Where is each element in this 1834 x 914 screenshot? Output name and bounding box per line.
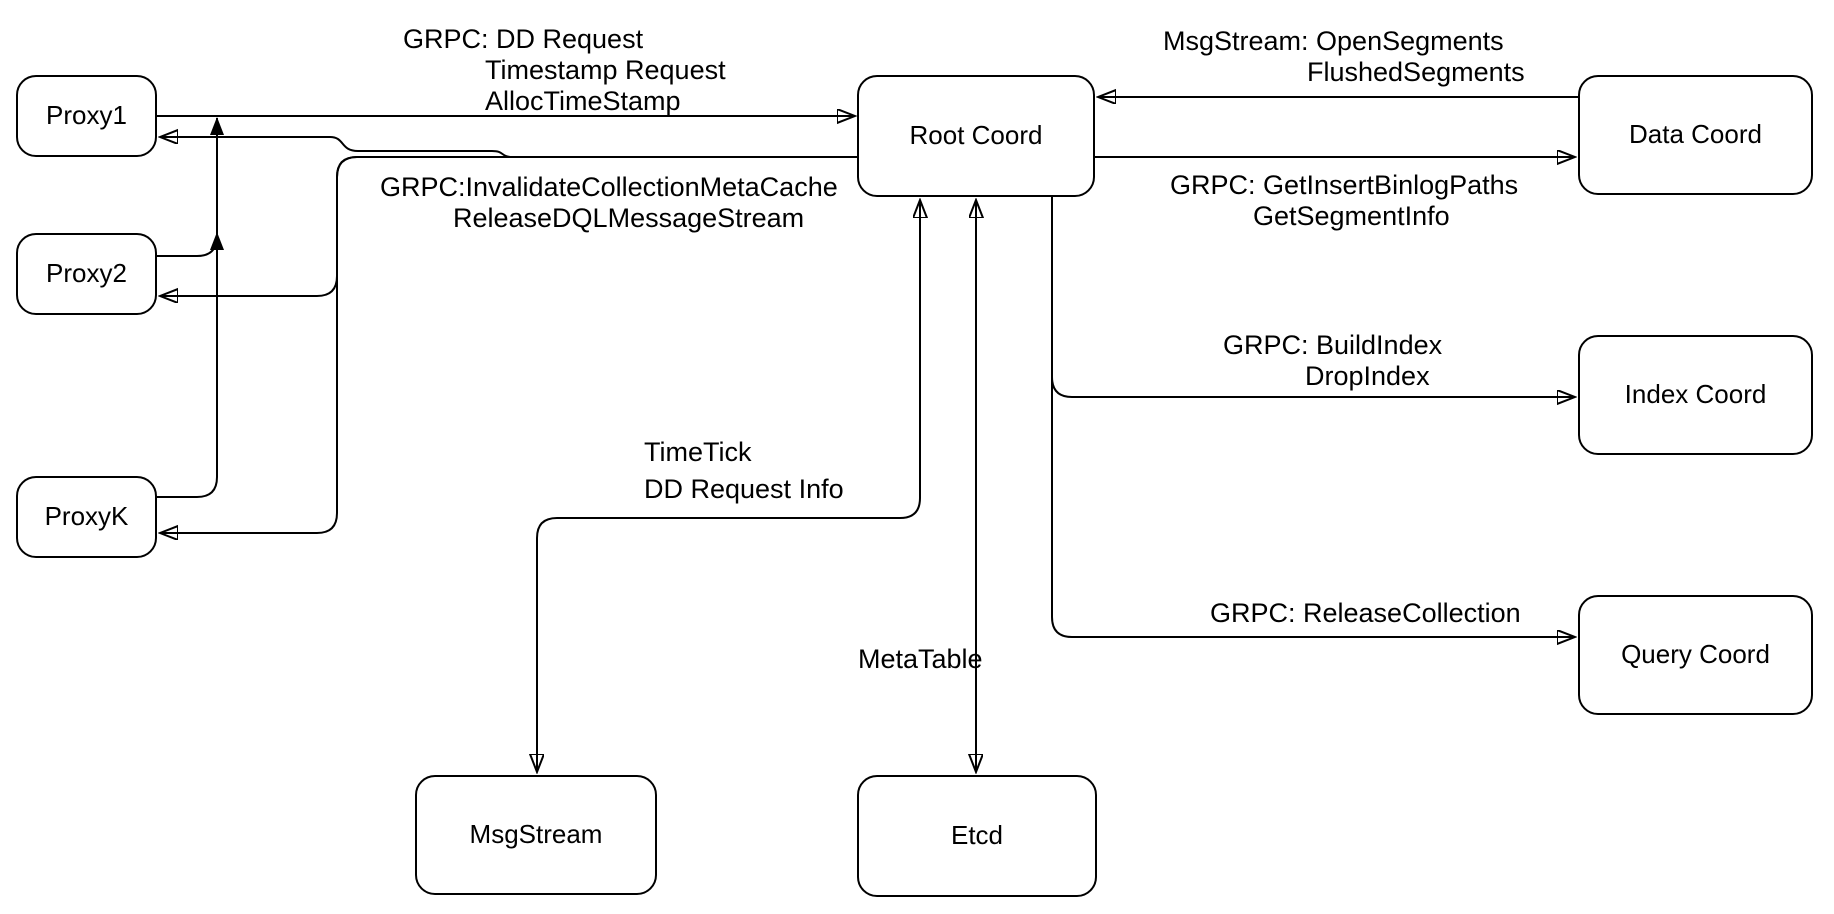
edge-label-root-to-etcd: MetaTable xyxy=(858,644,983,675)
node-query-coord: Query Coord xyxy=(1578,595,1813,715)
edge-label-root-to-proxies: GRPC:InvalidateCollectionMetaCache Relea… xyxy=(380,172,838,234)
node-index-coord-label: Index Coord xyxy=(1624,379,1767,410)
node-query-coord-label: Query Coord xyxy=(1621,639,1770,670)
edge-label-line: GetSegmentInfo xyxy=(1253,201,1450,231)
edge-root-coord-to-msgstream xyxy=(537,200,920,772)
edge-label-line: GRPC: DD Request xyxy=(403,24,644,54)
node-proxy2-label: Proxy2 xyxy=(46,258,127,289)
edge-label-line: Timestamp Request xyxy=(485,55,726,85)
edge-root-coord-to-proxy1 xyxy=(160,137,857,158)
trunk-up-arrowhead-proxy2 xyxy=(210,232,224,250)
node-proxy1-label: Proxy1 xyxy=(46,100,127,131)
edge-root-coord-to-proxyk xyxy=(160,156,857,533)
edge-label-line: DD Request Info xyxy=(644,474,844,504)
node-proxy2: Proxy2 xyxy=(16,233,157,315)
trunk-up-arrowhead-top xyxy=(210,117,224,135)
edge-label-line: GRPC:InvalidateCollectionMetaCache xyxy=(380,172,838,202)
edge-label-line: MsgStream: OpenSegments xyxy=(1163,26,1504,56)
edge-label-data-to-root: MsgStream: OpenSegments FlushedSegments xyxy=(1163,26,1525,88)
edge-label-line: ReleaseDQLMessageStream xyxy=(453,203,805,233)
edge-label-root-to-index: GRPC: BuildIndex DropIndex xyxy=(1223,330,1442,392)
edge-label-line: AllocTimeStamp xyxy=(485,86,681,116)
edge-label-proxy-to-root: GRPC: DD Request Timestamp Request Alloc… xyxy=(403,24,726,117)
edge-label-line: MetaTable xyxy=(858,644,983,674)
edge-label-line: GRPC: BuildIndex xyxy=(1223,330,1443,360)
node-data-coord-label: Data Coord xyxy=(1629,119,1762,150)
node-index-coord: Index Coord xyxy=(1578,335,1813,455)
edge-proxyk-out-trunk xyxy=(156,118,218,498)
edge-root-coord-to-query-coord xyxy=(1051,197,1575,637)
node-root-coord-label: Root Coord xyxy=(909,120,1043,151)
edge-label-line: GRPC: ReleaseCollection xyxy=(1210,598,1521,628)
edge-label-root-to-data: GRPC: GetInsertBinlogPaths GetSegmentInf… xyxy=(1170,170,1518,232)
node-proxyk-label: ProxyK xyxy=(44,501,129,532)
edge-label-line: TimeTick xyxy=(644,437,752,467)
node-proxy1: Proxy1 xyxy=(16,75,157,157)
node-etcd: Etcd xyxy=(857,775,1097,897)
edge-label-line: GRPC: GetInsertBinlogPaths xyxy=(1170,170,1519,200)
node-root-coord: Root Coord xyxy=(857,75,1095,197)
node-etcd-label: Etcd xyxy=(950,820,1004,851)
node-data-coord: Data Coord xyxy=(1578,75,1813,195)
node-msgstream: MsgStream xyxy=(415,775,657,895)
edge-label-root-to-msgstream: TimeTick DD Request Info xyxy=(644,434,844,508)
node-msgstream-label: MsgStream xyxy=(469,819,603,850)
edge-label-line: FlushedSegments xyxy=(1307,57,1525,87)
node-proxyk: ProxyK xyxy=(16,476,157,558)
edge-proxy2-out-trunk xyxy=(156,235,218,257)
edge-label-root-to-query: GRPC: ReleaseCollection xyxy=(1210,598,1521,629)
edge-label-line: DropIndex xyxy=(1305,361,1430,391)
